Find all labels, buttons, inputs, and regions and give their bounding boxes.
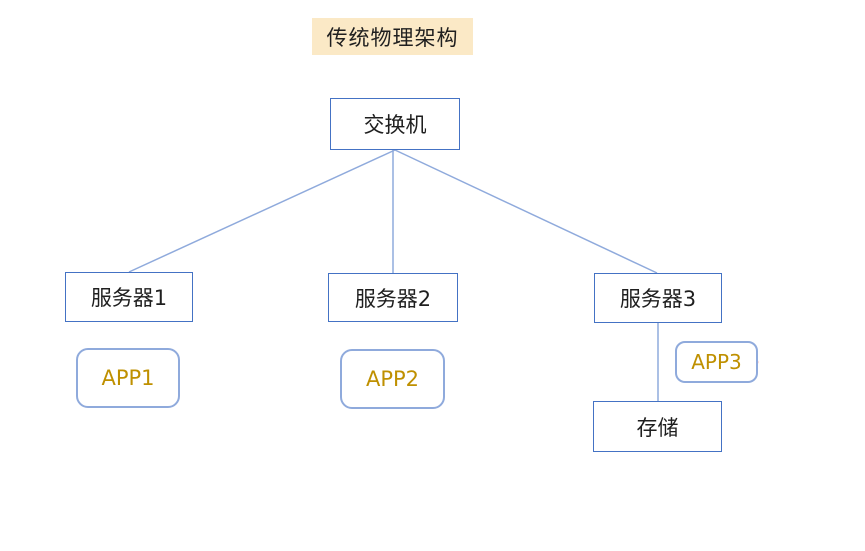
- node-app1: APP1: [76, 348, 180, 408]
- diagram-title: 传统物理架构: [312, 18, 473, 55]
- node-switch: 交换机: [330, 98, 460, 150]
- connector-switch-server1: [128, 149, 396, 273]
- node-app3: APP3: [675, 341, 758, 383]
- node-server3: 服务器3: [594, 273, 722, 323]
- node-server1: 服务器1: [65, 272, 193, 322]
- node-storage: 存储: [593, 401, 722, 452]
- node-server2: 服务器2: [328, 273, 458, 322]
- node-app2: APP2: [340, 349, 445, 409]
- connector-switch-server3: [394, 149, 658, 274]
